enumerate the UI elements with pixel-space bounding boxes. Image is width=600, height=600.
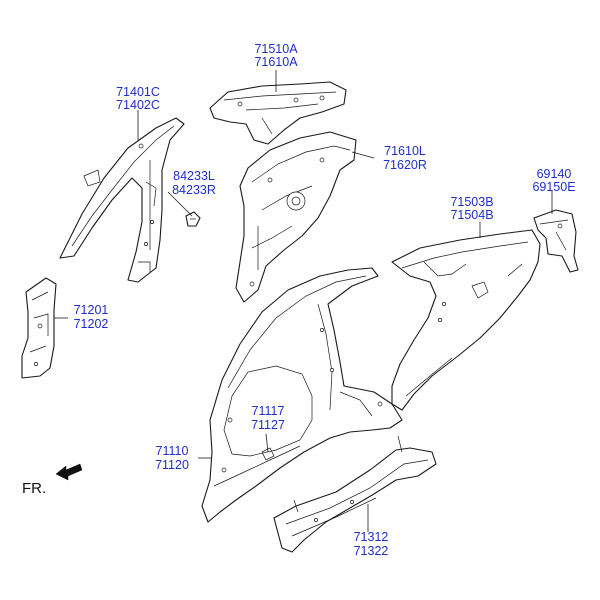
callout-71503b[interactable]: 71503B (450, 195, 493, 209)
rear-pillar-inner-part (235, 131, 357, 303)
callout-71401c[interactable]: 71401C (116, 85, 160, 99)
callouts: 71401C 71402C 71510A 71610A 84233L 84233… (74, 42, 576, 558)
callout-71312[interactable]: 71312 (354, 530, 389, 544)
leader-lines (54, 70, 553, 532)
rear-quarter-panel-part (391, 229, 541, 411)
callout-84233r[interactable]: 84233R (172, 183, 216, 197)
side-outer-panel-part (201, 267, 403, 523)
callout-71510a[interactable]: 71510A (254, 42, 298, 56)
callout-71620r[interactable]: 71620R (383, 158, 427, 172)
callout-71127[interactable]: 71127 (251, 418, 285, 432)
callout-71110[interactable]: 71110 (156, 444, 189, 458)
callout-69150e[interactable]: 69150E (532, 180, 575, 194)
callout-69140[interactable]: 69140 (537, 167, 572, 181)
clip-part (185, 211, 201, 227)
side-sill-part (273, 435, 437, 553)
callout-71610l[interactable]: 71610L (384, 144, 426, 158)
callout-71202[interactable]: 71202 (74, 317, 109, 331)
callout-71117[interactable]: 71117 (252, 404, 285, 418)
front-pillar-lower-part (21, 277, 57, 379)
callout-71504b[interactable]: 71504B (450, 208, 493, 222)
fuel-filler-bracket-part (533, 209, 579, 273)
callout-71402c[interactable]: 71402C (116, 98, 160, 112)
callout-84233l[interactable]: 84233L (173, 169, 215, 183)
front-orientation-marker: FR. (22, 463, 83, 497)
rear-upper-rail-part (209, 81, 347, 145)
a-pillar-inner-part (59, 117, 185, 283)
callout-71120[interactable]: 71120 (155, 458, 189, 472)
front-arrow-icon (55, 463, 83, 481)
front-label: FR. (22, 480, 46, 497)
callout-71322[interactable]: 71322 (354, 544, 389, 558)
callout-71610a[interactable]: 71610A (254, 55, 298, 69)
callout-71201[interactable]: 71201 (74, 303, 109, 317)
